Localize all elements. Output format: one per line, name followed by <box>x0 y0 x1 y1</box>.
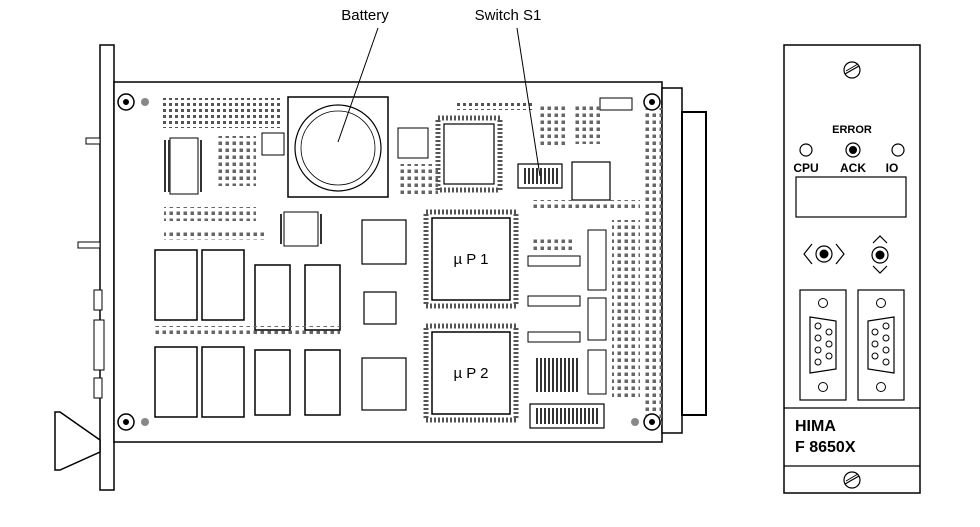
mounting-hole <box>643 413 661 431</box>
side-pin <box>85 137 101 145</box>
component-grid <box>398 164 438 194</box>
front-panel <box>783 44 921 494</box>
plcc-chip <box>363 291 397 325</box>
component-grid <box>572 104 600 144</box>
socket-ic <box>283 211 319 247</box>
side-connector <box>93 377 103 399</box>
via <box>141 98 149 106</box>
relay <box>154 249 198 321</box>
ic-pins <box>164 140 170 192</box>
resistor-array <box>527 295 581 307</box>
mounting-hole <box>117 413 135 431</box>
diode-row <box>538 106 568 146</box>
cpu-led-icon <box>799 143 813 157</box>
top-screw-icon <box>843 61 861 79</box>
rear-connector <box>661 87 683 434</box>
front-panel-frame <box>783 44 921 494</box>
pull-handle <box>54 411 101 471</box>
up2-label: µ P 2 <box>453 365 488 382</box>
switch-leader-line <box>516 27 541 177</box>
via <box>631 418 639 426</box>
component-strip <box>530 200 640 210</box>
plcc-chip <box>361 219 407 265</box>
relay <box>201 346 245 418</box>
battery-leader-line <box>337 27 379 143</box>
capacitor-row <box>164 207 256 221</box>
relay <box>254 264 291 331</box>
display-window <box>795 176 907 218</box>
up1-label: µ P 1 <box>453 251 488 268</box>
battery-callout: Battery <box>341 7 389 24</box>
resistor-array <box>527 255 581 267</box>
io-led-icon <box>891 143 905 157</box>
resistor-row <box>155 326 340 336</box>
cpu-led-label: CPU <box>793 161 818 175</box>
pin-header <box>160 98 280 128</box>
ic-pins <box>198 140 204 192</box>
component-strip <box>164 230 264 240</box>
mounting-hole <box>117 93 135 111</box>
ack-label: ACK <box>840 161 866 175</box>
battery <box>287 96 389 198</box>
ack-button-icon <box>845 142 861 158</box>
mounting-hole <box>643 93 661 111</box>
component-grid <box>216 136 256 186</box>
front-bracket <box>99 44 115 491</box>
processor-up2 <box>423 323 519 423</box>
bottom-connector-pins <box>534 408 600 424</box>
crystal <box>261 132 285 156</box>
component-column <box>612 220 640 400</box>
circuit-board <box>54 44 707 491</box>
relay <box>254 349 291 416</box>
side-pin <box>77 241 101 249</box>
error-label: ERROR <box>832 124 872 136</box>
model-label: F 8650X <box>795 439 856 456</box>
ic-chip <box>169 137 199 195</box>
relay <box>304 349 341 416</box>
chip-upper-left <box>397 127 429 159</box>
tall-component <box>587 229 607 291</box>
resistor-bank <box>536 358 580 392</box>
relay <box>154 346 198 418</box>
side-connector <box>93 319 105 371</box>
processor-up1 <box>423 209 519 309</box>
horizontal-selector-icon <box>803 243 845 265</box>
relay <box>304 264 341 331</box>
bottom-screw-icon <box>843 471 861 489</box>
via <box>141 418 149 426</box>
chip-right <box>571 161 611 201</box>
rear-pin-array <box>644 108 662 428</box>
resistor-array <box>532 236 572 250</box>
ic-pins <box>278 214 284 244</box>
side-connector <box>93 289 103 311</box>
resistor-array <box>527 331 581 343</box>
diode <box>599 97 633 111</box>
rear-connector-body <box>681 111 707 416</box>
ic-pins <box>318 214 324 244</box>
sub-d-connector-right <box>857 289 905 401</box>
relay <box>201 249 245 321</box>
tall-component <box>587 297 607 341</box>
top-chip-body <box>443 123 495 185</box>
brand-label: HIMA <box>795 418 836 435</box>
switch-s1-callout: Switch S1 <box>475 7 542 24</box>
component-strip <box>455 100 535 110</box>
vertical-selector-icon <box>871 235 889 274</box>
sub-d-connector-left <box>799 289 847 401</box>
io-led-label: IO <box>886 161 899 175</box>
tall-component <box>587 349 607 395</box>
plcc-chip <box>361 357 407 411</box>
